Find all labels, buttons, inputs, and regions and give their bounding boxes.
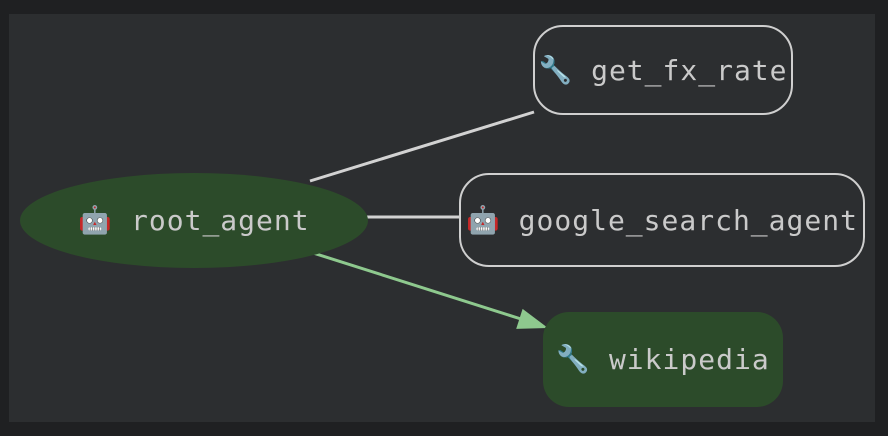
node-root-agent[interactable]: 🤖 root_agent xyxy=(20,173,368,268)
node-get-fx-rate[interactable]: 🔧 get_fx_rate xyxy=(533,25,793,115)
robot-icon: 🤖 xyxy=(466,204,501,236)
node-label-get-fx-rate: get_fx_rate xyxy=(591,53,788,87)
node-wikipedia[interactable]: 🔧 wikipedia xyxy=(543,312,783,407)
wrench-icon: 🔧 xyxy=(556,344,591,375)
robot-icon: 🤖 xyxy=(78,205,114,236)
node-label-google-search-agent: google_search_agent xyxy=(518,203,858,237)
node-google-search-agent[interactable]: 🤖 google_search_agent xyxy=(459,173,865,267)
node-label-wikipedia: wikipedia xyxy=(608,343,770,376)
wrench-icon: 🔧 xyxy=(538,54,574,86)
node-label-root-agent: root_agent xyxy=(131,204,310,237)
